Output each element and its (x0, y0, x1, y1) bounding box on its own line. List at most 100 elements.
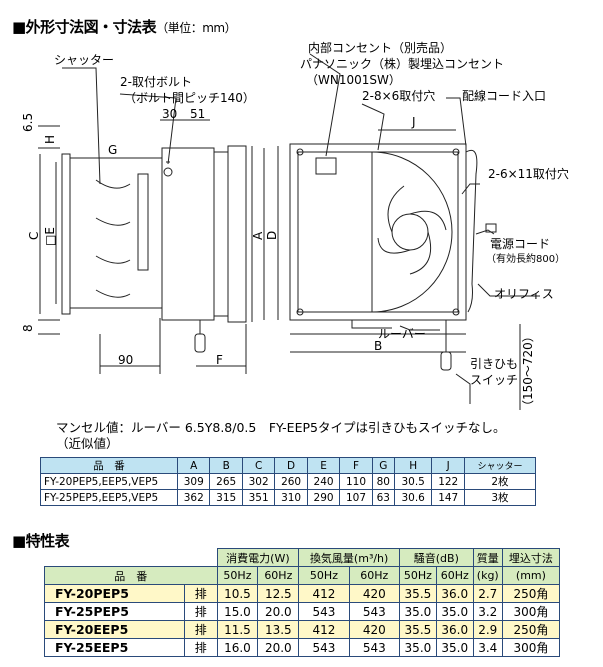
cell: 240 (306, 473, 341, 490)
label-outlet-1: 内部コンセント（別売品） (308, 40, 452, 55)
label-outlet-3: （WN1001SW） (306, 73, 401, 87)
dim-F: F (216, 353, 223, 367)
label-shutter: シャッター (54, 53, 114, 67)
cell: 80 (371, 473, 395, 490)
cell: 420 (348, 620, 400, 639)
table-row: FY-20PEP5 排 10.5 12.5 412 420 35.5 36.0 … (44, 584, 561, 603)
col-noise: 騒音(dB) (398, 548, 474, 567)
cell: 543 (298, 602, 350, 621)
cell: 36.0 (435, 620, 474, 639)
row-model: FY-20PEP5,EEP5,VEP5 (40, 473, 178, 490)
table-row: FY-25EEP5 排 16.0 20.0 543 543 35.0 35.0 … (44, 638, 561, 657)
outline-drawing: シャッター 2-取付ボルト （ボルト間ピッチ140） 内部コンセント（別売品） … (21, 40, 569, 412)
label-bolt: 2-取付ボルト (120, 75, 192, 89)
col-A: A (176, 457, 211, 474)
col-50hz: 50Hz (216, 566, 259, 585)
label-pull-2: スイッチ (470, 373, 518, 387)
col-mass: 質量 (472, 548, 503, 567)
cell: 310 (274, 489, 308, 506)
label-range: （150〜720） (521, 330, 535, 412)
side-motor-slot (137, 173, 149, 271)
front-outlet-box (315, 157, 337, 175)
front-fan-arc (371, 151, 453, 313)
cell: 2.9 (472, 620, 503, 639)
col-50hz: 50Hz (298, 566, 350, 585)
col-E: E (306, 457, 341, 474)
spec-section-title: ■特性表 (12, 532, 70, 550)
front-cord (465, 149, 478, 313)
col-D: D (274, 457, 308, 474)
cell: 排 (184, 620, 218, 639)
cell: 15.0 (216, 602, 259, 621)
row-model: FY-25PEP5 (44, 602, 185, 621)
cell: 122 (431, 473, 465, 490)
spec-header-row-1: 消費電力(W) 換気風量(m³/h) 騒音(dB) 質量 埋込寸法 (44, 548, 561, 567)
cell: 300角 (501, 602, 561, 621)
dim-51: 51 (190, 107, 205, 121)
label-hole-2: 2-6×11取付穴 (488, 166, 569, 181)
col-kg: (kg) (472, 566, 503, 585)
unit-label: （単位：mm） (156, 21, 237, 35)
cell: 11.5 (216, 620, 259, 639)
cell: 315 (209, 489, 243, 506)
dim-H: H (43, 135, 57, 144)
row-model: FY-20PEP5 (44, 584, 185, 603)
cell: 3.2 (472, 602, 503, 621)
blank-cell (44, 548, 185, 567)
cell: 309 (176, 473, 211, 490)
label-louver: ルーバー (378, 327, 426, 341)
row-model: FY-20EEP5 (44, 620, 185, 639)
col-F: F (339, 457, 373, 474)
cell: 147 (431, 489, 465, 506)
cell: 250角 (501, 584, 561, 603)
cell: 35.0 (398, 602, 437, 621)
cell: 30.5 (393, 473, 433, 490)
label-outlet-2: パナソニック（株）製埋込コンセント (300, 56, 504, 71)
cell: 110 (339, 473, 373, 490)
col-60hz: 60Hz (257, 566, 300, 585)
cell: 30.6 (393, 489, 433, 506)
col-shutter: シャッター (463, 457, 537, 474)
cell: 351 (241, 489, 276, 506)
cell: 300角 (501, 638, 561, 657)
dim-B: B (374, 339, 382, 353)
col-C: C (241, 457, 276, 474)
cell: 12.5 (257, 584, 300, 603)
cell: 543 (348, 602, 400, 621)
spec-header-row-2: 品 番 50Hz 60Hz 50Hz 60Hz 50Hz 60Hz (kg) (… (44, 566, 561, 585)
cell: 265 (209, 473, 243, 490)
blank-cell (184, 548, 217, 567)
dim-J: J (411, 115, 416, 129)
col-power: 消費電力(W) (216, 548, 300, 567)
side-wall-plate (61, 153, 71, 315)
dimension-table-header: 品 番 A B C D E F G H J シャッター (40, 457, 537, 474)
label-cord-length: （有効長約800） (486, 252, 565, 265)
label-pull-1: 引きひも (470, 357, 518, 371)
cell: 412 (298, 584, 350, 603)
dim-D: D (265, 231, 279, 240)
side-body (161, 147, 215, 321)
dim-A: A (251, 231, 265, 240)
cell: 36.0 (435, 584, 474, 603)
col-G: G (371, 457, 395, 474)
cell: 420 (348, 584, 400, 603)
cell: 13.5 (257, 620, 300, 639)
col-60hz: 60Hz (435, 566, 474, 585)
row-model: FY-25EEP5 (44, 638, 185, 657)
table-row: FY-25PEP5,EEP5,VEP5 362 315 351 310 290 … (40, 489, 537, 506)
spec-table: 消費電力(W) 換気風量(m³/h) 騒音(dB) 質量 埋込寸法 品 番 50… (44, 548, 561, 657)
dim-E: □E (43, 227, 57, 246)
col-H: H (393, 457, 433, 474)
table-row: FY-25PEP5 排 15.0 20.0 543 543 35.0 35.0 … (44, 602, 561, 621)
table-row: FY-20EEP5 排 11.5 13.5 412 420 35.5 36.0 … (44, 620, 561, 639)
col-mm: (mm) (501, 566, 561, 585)
col-50hz: 50Hz (398, 566, 437, 585)
col-model: 品 番 (44, 566, 218, 585)
table-row: FY-20PEP5,EEP5,VEP5 309 265 302 260 240 … (40, 473, 537, 490)
label-bolt-pitch: （ボルト間ピッチ140） (124, 91, 255, 105)
cell: 20.0 (257, 638, 300, 657)
cell: 排 (184, 584, 218, 603)
cell: 412 (298, 620, 350, 639)
cell: 排 (184, 638, 218, 657)
cell: 10.5 (216, 584, 259, 603)
